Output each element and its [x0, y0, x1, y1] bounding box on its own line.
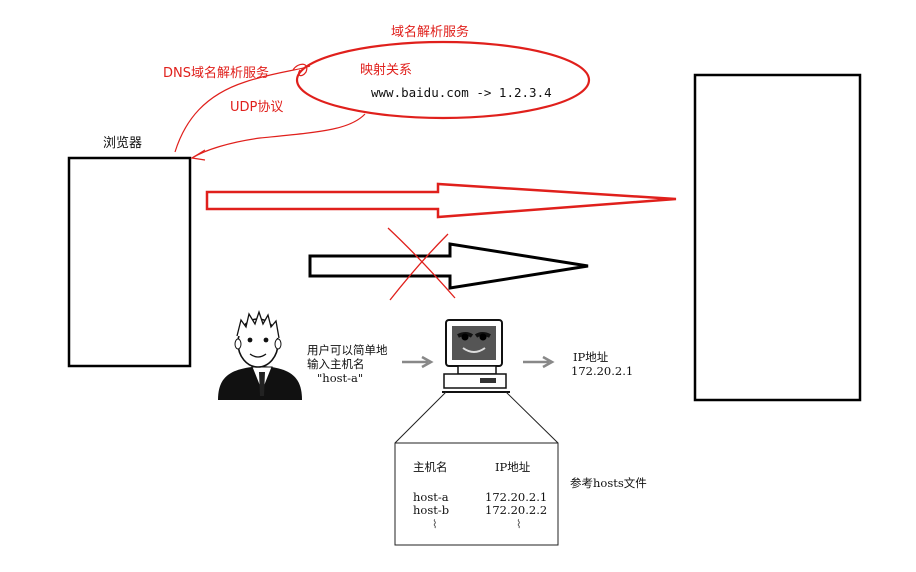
dns-mapping-ellipse: [295, 40, 591, 120]
table-row-host: host-a: [413, 490, 449, 504]
dns-request-curve: [174, 65, 311, 153]
dns-response-curve: [191, 113, 366, 159]
table-header-ip: IP地址: [495, 460, 531, 474]
user-to-computer-arrow: [402, 355, 434, 369]
table-ellipsis-ip: ⌇: [516, 517, 522, 531]
black-right-arrow: [308, 242, 589, 290]
browser-label: 浏览器: [103, 136, 143, 151]
ip-label: IP地址: [573, 350, 609, 364]
table-header-host: 主机名: [413, 460, 448, 474]
ip-result: IP地址 172.20.2.1: [571, 350, 633, 378]
server-box: [693, 73, 862, 402]
computer-to-ip-arrow: [523, 355, 555, 369]
mapping-example: www.baidu.com -> 1.2.3.4: [371, 85, 552, 100]
table-row-host: host-b: [413, 503, 450, 517]
user-caption: 用户可以简单地 输入主机名 "host-a": [307, 343, 388, 385]
hosts-file-caption: 参考hosts文件: [570, 476, 647, 490]
table-row-ip: 172.20.2.2: [485, 503, 548, 517]
user-caption-line3: "host-a": [317, 371, 364, 385]
user-caption-line2: 输入主机名: [307, 357, 365, 371]
table-row-ip: 172.20.2.1: [485, 490, 548, 504]
user-caption-line1: 用户可以简单地: [307, 343, 388, 357]
computer-figure: [442, 319, 510, 393]
mapping-title: 映射关系: [360, 63, 413, 78]
udp-protocol-label: UDP协议: [230, 100, 284, 115]
dns-response-arrowhead: [190, 149, 206, 161]
dns-service-label: DNS域名解析服务: [163, 66, 269, 81]
red-left-arrow: [205, 182, 677, 219]
table-ellipsis-host: ⌇: [432, 517, 438, 531]
red-cross-mark: [387, 227, 456, 301]
dns-service-title: 域名解析服务: [391, 25, 470, 40]
browser-box: [67, 156, 192, 368]
dns-service-hook: [292, 63, 308, 77]
ip-value: 172.20.2.1: [571, 364, 634, 378]
hosts-table-outline: [394, 391, 559, 546]
user-figure: [218, 309, 302, 400]
